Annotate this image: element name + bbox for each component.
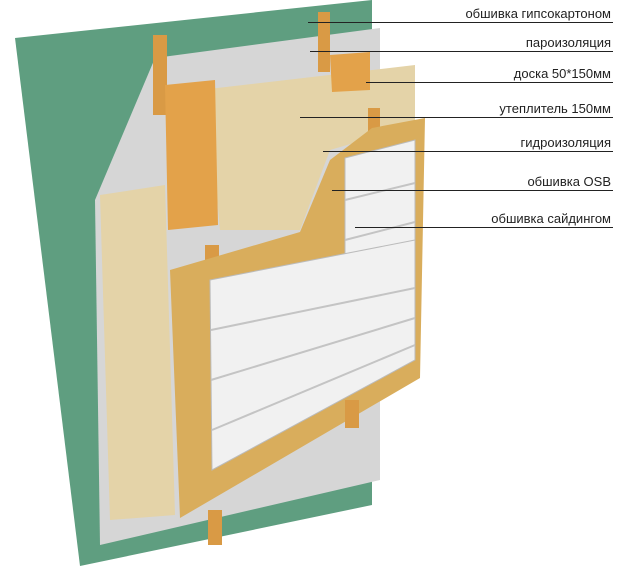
stud-bottom xyxy=(345,400,359,428)
stud-top xyxy=(318,12,330,72)
leader-line xyxy=(355,227,613,228)
leader-line xyxy=(323,151,613,152)
label-osb: обшивка OSB xyxy=(527,174,611,189)
siding-lower xyxy=(209,239,416,471)
leader-line xyxy=(332,190,613,191)
board-top-end xyxy=(330,52,370,92)
label-waterproofing: гидроизоляция xyxy=(520,135,611,150)
label-insulation: утеплитель 150мм xyxy=(499,101,611,116)
label-vapor-barrier: пароизоляция xyxy=(525,35,611,50)
leader-line xyxy=(308,22,613,23)
label-siding: обшивка сайдингом xyxy=(491,211,611,226)
leader-line xyxy=(366,82,613,83)
stud-left xyxy=(153,35,167,115)
label-board: доска 50*150мм xyxy=(513,66,611,81)
label-drywall: обшивка гипсокартоном xyxy=(465,6,611,21)
stud-right xyxy=(368,108,380,133)
siding-grooves xyxy=(210,182,416,431)
insulation-top xyxy=(200,65,415,230)
board-top xyxy=(165,80,218,230)
leader-line xyxy=(300,117,613,118)
insulation-bottom xyxy=(100,185,175,520)
stud-bottom-left xyxy=(208,510,222,545)
leader-line xyxy=(310,51,613,52)
